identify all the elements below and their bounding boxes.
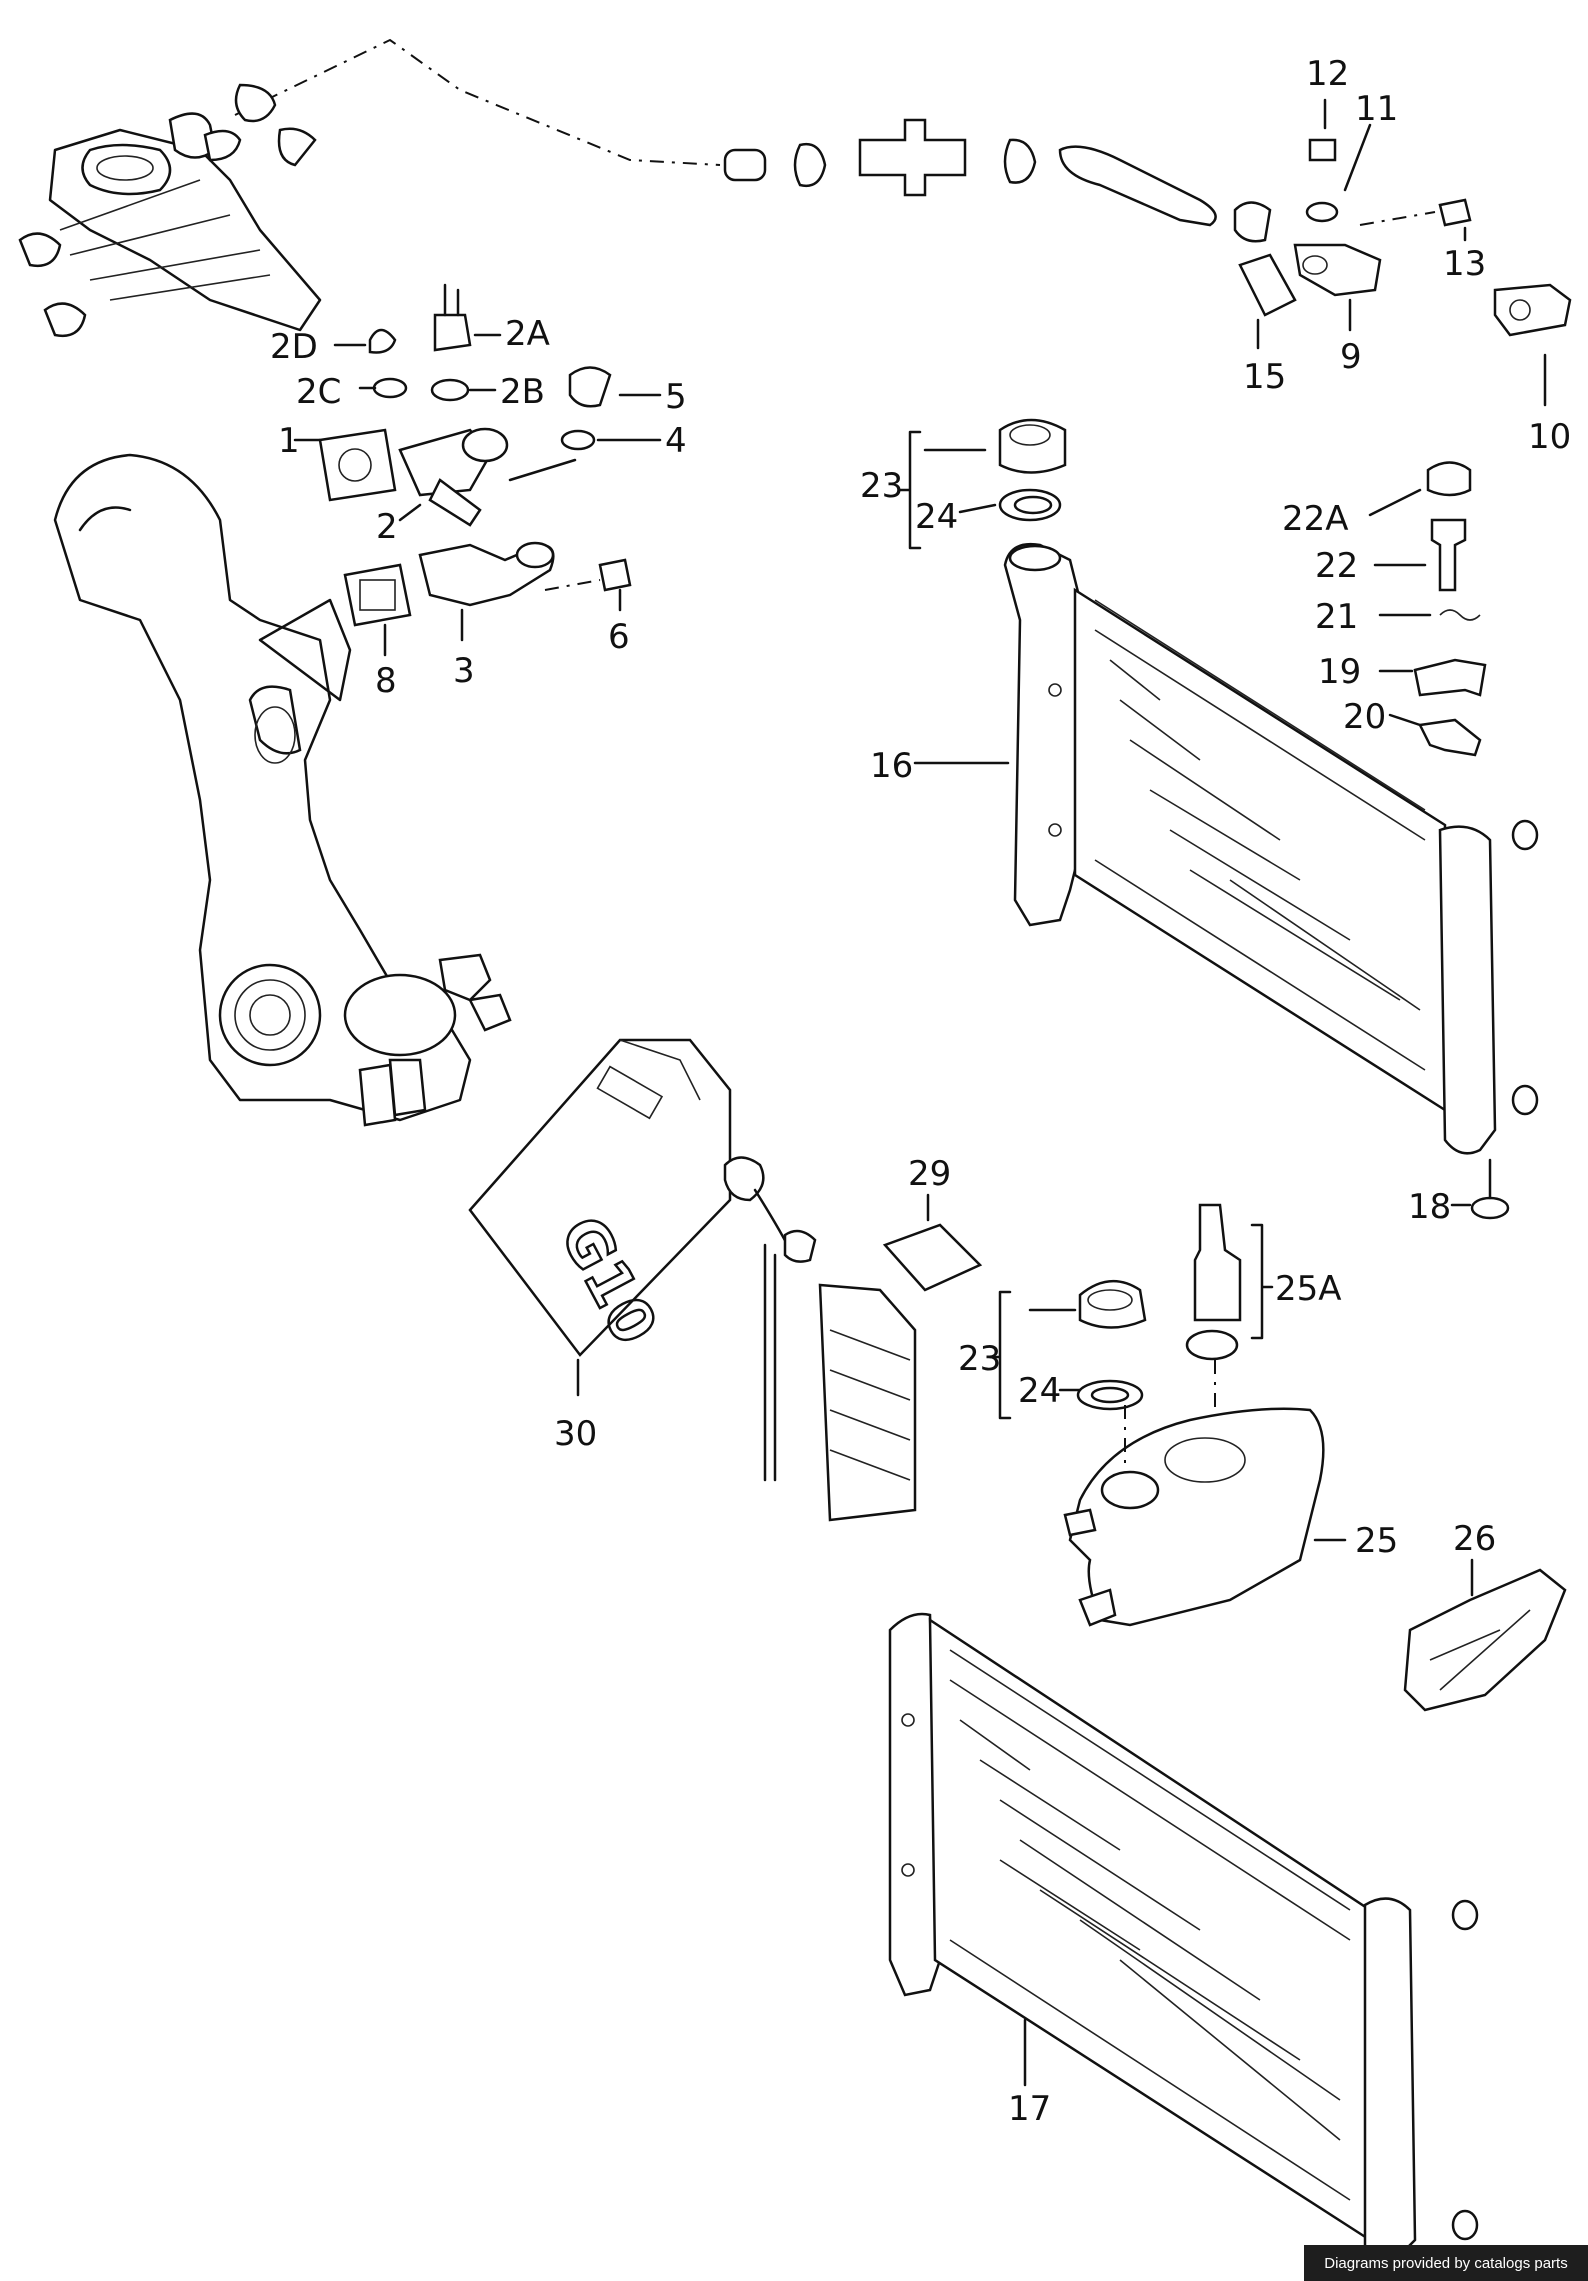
radiator-16 xyxy=(1003,542,1539,1155)
callout-2: 2 xyxy=(376,507,398,547)
callout-10: 10 xyxy=(1528,417,1571,457)
callout-18: 18 xyxy=(1408,1187,1451,1227)
callout-20: 20 xyxy=(1343,697,1386,737)
flange-parts-top-right xyxy=(1233,138,1572,337)
callout-24b: 24 xyxy=(1018,1371,1061,1411)
coolant-container-g10: G10 xyxy=(468,1038,817,1357)
callout-23b: 23 xyxy=(958,1339,1001,1379)
callout-16: 16 xyxy=(870,746,913,786)
callout-4: 4 xyxy=(665,421,687,461)
callout-17: 17 xyxy=(1008,2089,1051,2129)
callout-23a: 23 xyxy=(860,466,903,506)
callout-8: 8 xyxy=(375,661,397,701)
radiator-partial-center xyxy=(763,1243,917,1522)
callout-2c: 2C xyxy=(296,372,341,412)
callout-2a: 2A xyxy=(505,314,550,354)
callout-2d: 2D xyxy=(270,327,318,367)
small-parts-top xyxy=(998,418,1510,1220)
radiator-17 xyxy=(888,1612,1479,2263)
bracket-26 xyxy=(1403,1568,1567,1712)
callout-22: 22 xyxy=(1315,546,1358,586)
callout-3: 3 xyxy=(453,651,475,691)
thermostat-housing-parts xyxy=(318,283,632,627)
callout-11: 11 xyxy=(1355,89,1398,129)
callout-24a: 24 xyxy=(915,497,958,537)
callout-5: 5 xyxy=(665,377,687,417)
callout-6: 6 xyxy=(608,617,630,657)
callout-15: 15 xyxy=(1243,357,1286,397)
callout-9: 9 xyxy=(1340,337,1362,377)
pad-29 xyxy=(882,1223,983,1292)
callout-13: 13 xyxy=(1443,244,1486,284)
callout-22a: 22A xyxy=(1282,499,1349,539)
callout-30: 30 xyxy=(554,1414,597,1454)
callout-25: 25 xyxy=(1355,1521,1398,1561)
engine-side-pulley-drawing xyxy=(53,453,512,1127)
callout-2b: 2B xyxy=(500,372,545,412)
callout-1: 1 xyxy=(278,421,300,461)
credit-footer: Diagrams provided by catalogs parts xyxy=(1304,2245,1588,2281)
callout-26: 26 xyxy=(1453,1519,1496,1559)
callout-21: 21 xyxy=(1315,597,1358,637)
callout-25a: 25A xyxy=(1275,1269,1342,1309)
callout-29: 29 xyxy=(908,1154,951,1194)
callout-19: 19 xyxy=(1318,652,1361,692)
hose-t-piece-assembly xyxy=(723,118,1217,227)
callout-12: 12 xyxy=(1306,54,1349,94)
expansion-tank-25 xyxy=(1063,1203,1325,1627)
engine-block-drawing xyxy=(18,112,322,338)
